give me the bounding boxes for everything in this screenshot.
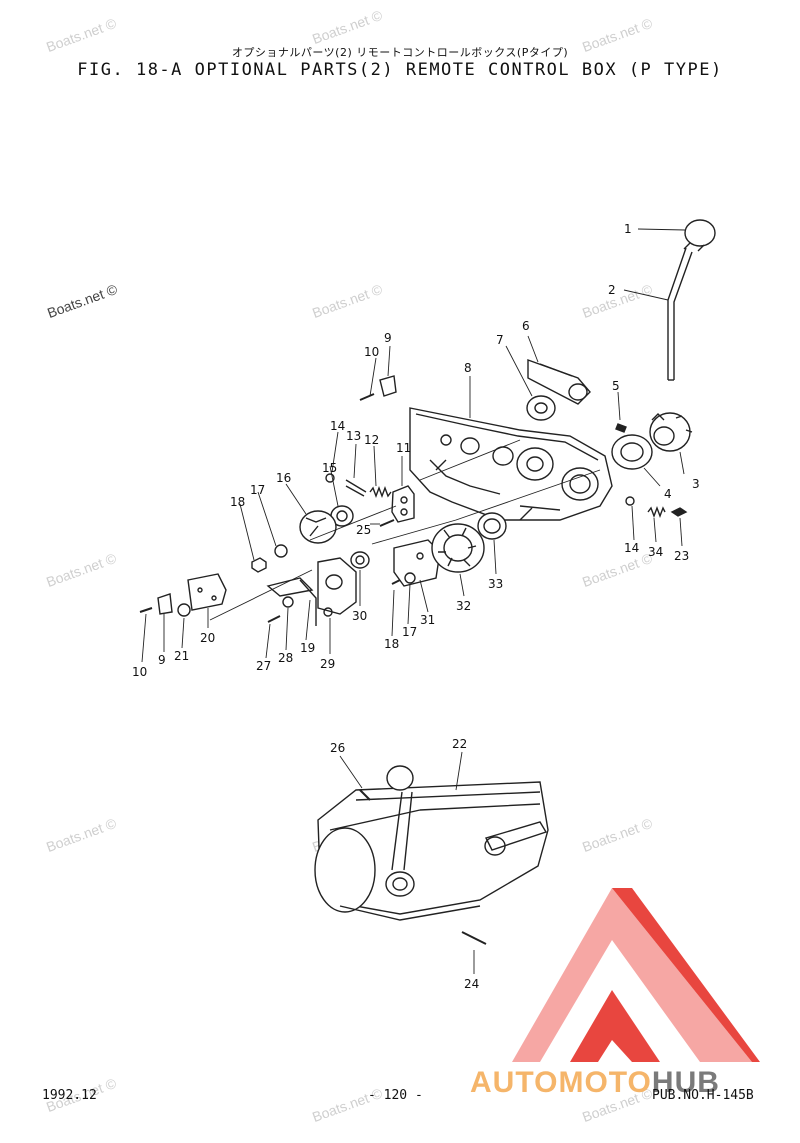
washer-17b xyxy=(404,572,416,584)
callout-18-left: 18 xyxy=(230,495,245,509)
callout-8: 8 xyxy=(464,361,472,375)
figure-title: FIG. 18-A OPTIONAL PARTS(2) REMOTE CONTR… xyxy=(77,60,723,80)
bushing xyxy=(526,395,556,421)
washer-17 xyxy=(274,544,288,558)
leader-lines xyxy=(141,228,686,974)
callout-25: 25 xyxy=(356,523,371,537)
callout-32: 32 xyxy=(456,599,471,613)
callout-13: 13 xyxy=(346,429,361,443)
callout-7: 7 xyxy=(496,333,504,347)
callout-10-upper: 10 xyxy=(364,345,379,359)
nut-21 xyxy=(177,603,191,617)
callout-2: 2 xyxy=(608,283,616,297)
automotohub-logo xyxy=(512,888,760,1062)
callout-14-upper: 14 xyxy=(330,419,345,433)
callout-9-lower: 9 xyxy=(158,653,166,667)
collar-bushing xyxy=(350,551,370,569)
nut-18 xyxy=(251,557,267,573)
callout-15: 15 xyxy=(322,461,337,475)
control-box-housing xyxy=(409,407,613,521)
callout-23: 23 xyxy=(674,549,689,563)
retaining-ring xyxy=(611,434,653,470)
callout-21: 21 xyxy=(174,649,189,663)
screw-25 xyxy=(379,519,395,527)
bracket-9-lower xyxy=(157,593,173,615)
cam-lever xyxy=(527,359,591,405)
callout-3: 3 xyxy=(692,477,700,491)
lever-knob xyxy=(683,219,716,252)
bracket xyxy=(391,485,415,523)
automotohub-wordmark: AUTOMOTOHUB xyxy=(470,1066,720,1100)
lever-handle xyxy=(667,247,693,381)
callout-5: 5 xyxy=(612,379,620,393)
callout-26: 26 xyxy=(330,741,345,755)
callout-4: 4 xyxy=(664,487,672,501)
washer-28 xyxy=(282,596,294,608)
screw-23 xyxy=(670,507,688,517)
screw-26 xyxy=(359,789,371,801)
bracket-9-upper xyxy=(379,375,397,397)
callout-27: 27 xyxy=(256,659,271,673)
callout-29: 29 xyxy=(320,657,335,671)
callout-6: 6 xyxy=(522,319,530,333)
callout-28: 28 xyxy=(278,651,293,665)
spring xyxy=(369,486,392,498)
callout-1: 1 xyxy=(624,222,632,236)
footer-publication-number: PUB.NO.H-145B xyxy=(652,1088,754,1103)
mounting-plate xyxy=(187,573,227,611)
callout-10-lower: 10 xyxy=(132,665,147,679)
bolt-10-upper xyxy=(359,393,375,401)
callout-22: 22 xyxy=(452,737,467,751)
callout-30: 30 xyxy=(352,609,367,623)
callout-16: 16 xyxy=(276,471,291,485)
push-rod xyxy=(345,479,367,497)
side-bracket xyxy=(393,539,441,587)
screw-24 xyxy=(461,931,487,945)
callout-17-left: 17 xyxy=(250,483,265,497)
cam-plate xyxy=(317,557,357,617)
callout-33: 33 xyxy=(488,577,503,591)
callout-14-lower: 14 xyxy=(624,541,639,555)
small-pin xyxy=(615,423,627,433)
callout-34: 34 xyxy=(648,545,663,559)
ratchet-gear xyxy=(431,523,485,573)
brand-part1: AUTOMOTO xyxy=(470,1066,652,1099)
japanese-title: オプショナルパーツ(2) リモートコントロールボックス(Pタイプ) xyxy=(231,46,569,59)
detent-cam xyxy=(299,510,337,544)
bolt-10-lower xyxy=(139,607,153,613)
brand-part2: HUB xyxy=(651,1066,720,1099)
footer-date: 1992.12 xyxy=(42,1088,97,1103)
callout-20: 20 xyxy=(200,631,215,645)
callout-9-upper: 9 xyxy=(384,331,392,345)
callout-12: 12 xyxy=(364,433,379,447)
callout-24: 24 xyxy=(464,977,479,991)
part-callouts: 1 2 3 4 5 6 7 8 9 9 10 10 11 12 13 14 14… xyxy=(132,222,700,991)
screw-18b xyxy=(391,579,401,585)
callout-31: 31 xyxy=(420,613,435,627)
gear-ring xyxy=(477,512,507,540)
spring-34 xyxy=(647,506,666,518)
callout-18-right: 18 xyxy=(384,637,399,651)
footer-page-number: - 120 - xyxy=(368,1088,423,1103)
assembled-remote-control-box xyxy=(314,765,549,921)
callout-11: 11 xyxy=(396,441,411,455)
gear-hub xyxy=(649,412,693,452)
screw-27 xyxy=(267,615,281,623)
callout-17-right: 17 xyxy=(402,625,417,639)
callout-19: 19 xyxy=(300,641,315,655)
